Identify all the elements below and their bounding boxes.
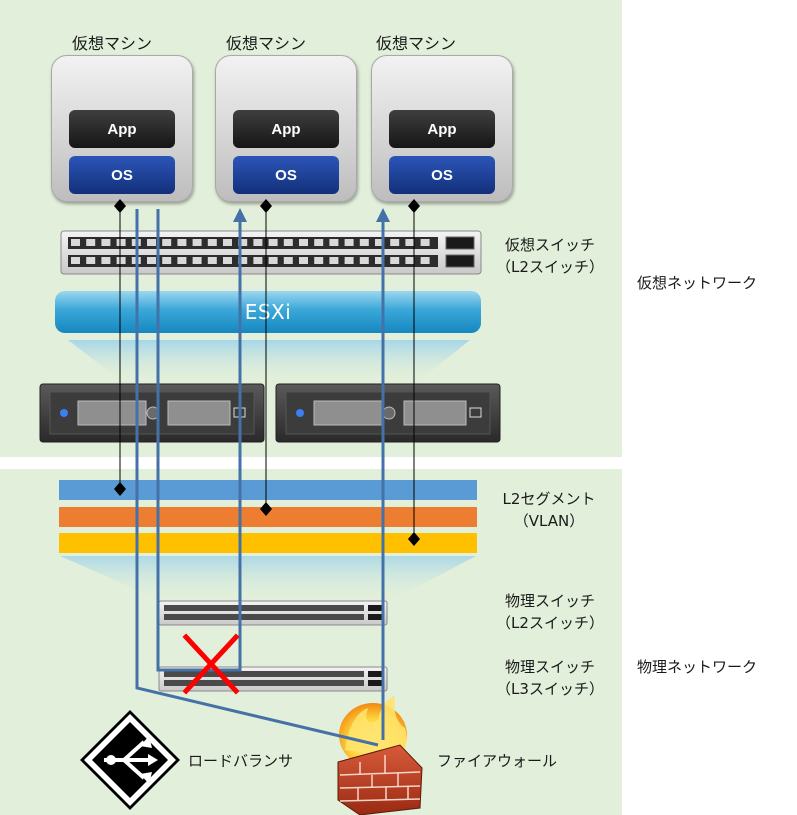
switch-port: [390, 239, 400, 246]
os-block: OS: [389, 156, 495, 194]
os-block: OS: [69, 156, 175, 194]
physical-server-2: [275, 383, 501, 443]
vm-title-3: 仮想マシン: [376, 34, 457, 53]
virtual-machine-2: App OS: [215, 55, 357, 202]
switch-port: [238, 257, 248, 264]
vlan-bar-yellow: [59, 533, 477, 553]
switch-port: [162, 239, 172, 246]
switch-port: [299, 257, 308, 264]
switch-port: [147, 257, 156, 264]
app-block: App: [233, 110, 339, 148]
physical-l2-switch-icon: [158, 600, 388, 626]
physical-l3-switch-label-line1: 物理スイッチ: [504, 658, 595, 676]
firewall-icon: [337, 696, 423, 815]
os-block: OS: [233, 156, 339, 194]
switch-port: [253, 257, 263, 264]
app-block: App: [69, 110, 175, 148]
switch-port: [86, 239, 96, 246]
connection-markers: [114, 199, 420, 546]
switch-port: [420, 257, 430, 264]
switch-port: [223, 257, 232, 264]
esxi-projection: [68, 340, 470, 380]
switch-port: [101, 239, 111, 246]
switch-port: [177, 239, 187, 246]
physical-network-region-label: 物理ネットワーク: [637, 658, 758, 676]
physical-l3-switch-label: 物理スイッチ （L3スイッチ）: [486, 656, 614, 700]
switch-port: [147, 239, 156, 246]
switch-port: [238, 239, 248, 246]
virtual-switch-icon: [60, 230, 482, 275]
virtual-network-region-label: 仮想ネットワーク: [637, 274, 758, 292]
switch-port: [223, 239, 232, 246]
vm-title-1: 仮想マシン: [72, 34, 153, 53]
firewall-label: ファイアウォール: [437, 752, 558, 770]
l2-segment-label-line2: （VLAN）: [513, 512, 585, 530]
switch-port: [253, 239, 263, 246]
switch-port: [344, 257, 354, 264]
switch-port: [329, 257, 339, 264]
switch-port: [420, 239, 430, 246]
switch-port: [314, 239, 324, 246]
switch-port: [101, 257, 111, 264]
switch-port: [71, 239, 80, 246]
physical-l3-switch-label-line2: （L3スイッチ）: [496, 680, 604, 698]
l2-segment-label: L2セグメント （VLAN）: [485, 488, 613, 532]
switch-port: [283, 257, 293, 264]
vm-title-2: 仮想マシン: [226, 34, 307, 53]
switch-port: [268, 257, 278, 264]
virtual-switch-label-line2: （L2スイッチ）: [496, 258, 604, 276]
load-balancer-icon: [80, 710, 180, 810]
switch-port: [283, 239, 293, 246]
physical-l2-switch-label: 物理スイッチ （L2スイッチ）: [486, 590, 614, 634]
switch-port: [329, 239, 339, 246]
virtual-switch-label: 仮想スイッチ （L2スイッチ）: [486, 234, 614, 278]
switch-port: [192, 257, 202, 264]
traffic-path-lines: [135, 209, 385, 747]
switch-port: [116, 239, 126, 246]
switch-port: [162, 257, 172, 264]
switch-port: [268, 239, 278, 246]
virtual-switch-label-line1: 仮想スイッチ: [504, 236, 595, 254]
vlan-bar-blue: [59, 480, 477, 500]
switch-port: [375, 257, 384, 264]
switch-port: [314, 257, 324, 264]
vlan-bar-orange: [59, 507, 477, 527]
esxi-hypervisor-bar: ESXi: [55, 291, 481, 333]
virtual-machine-1: App OS: [51, 55, 193, 202]
app-block: App: [389, 110, 495, 148]
switch-port: [86, 257, 96, 264]
physical-l2-switch-label-line2: （L2スイッチ）: [496, 614, 604, 632]
switch-port: [344, 239, 354, 246]
switch-port: [390, 257, 400, 264]
switch-port: [359, 257, 369, 264]
switch-port: [71, 257, 80, 264]
load-balancer-label: ロードバランサ: [188, 752, 294, 770]
switch-port: [207, 257, 217, 264]
arrowheads: [233, 208, 390, 222]
switch-port: [207, 239, 217, 246]
blocked-x-mark: [182, 633, 240, 695]
switch-port: [405, 239, 415, 246]
virtual-machine-3: App OS: [371, 55, 513, 202]
physical-server-1: [39, 383, 265, 443]
vlan-projection: [60, 556, 476, 600]
physical-l2-switch-label-line1: 物理スイッチ: [504, 592, 595, 610]
switch-port: [116, 257, 126, 264]
switch-port: [299, 239, 308, 246]
switch-port: [375, 239, 384, 246]
switch-port: [177, 257, 187, 264]
l2-segment-label-line1: L2セグメント: [502, 490, 596, 508]
switch-port: [359, 239, 369, 246]
switch-port: [405, 257, 415, 264]
switch-port: [192, 239, 202, 246]
vlan-membership-lines: [119, 206, 415, 539]
